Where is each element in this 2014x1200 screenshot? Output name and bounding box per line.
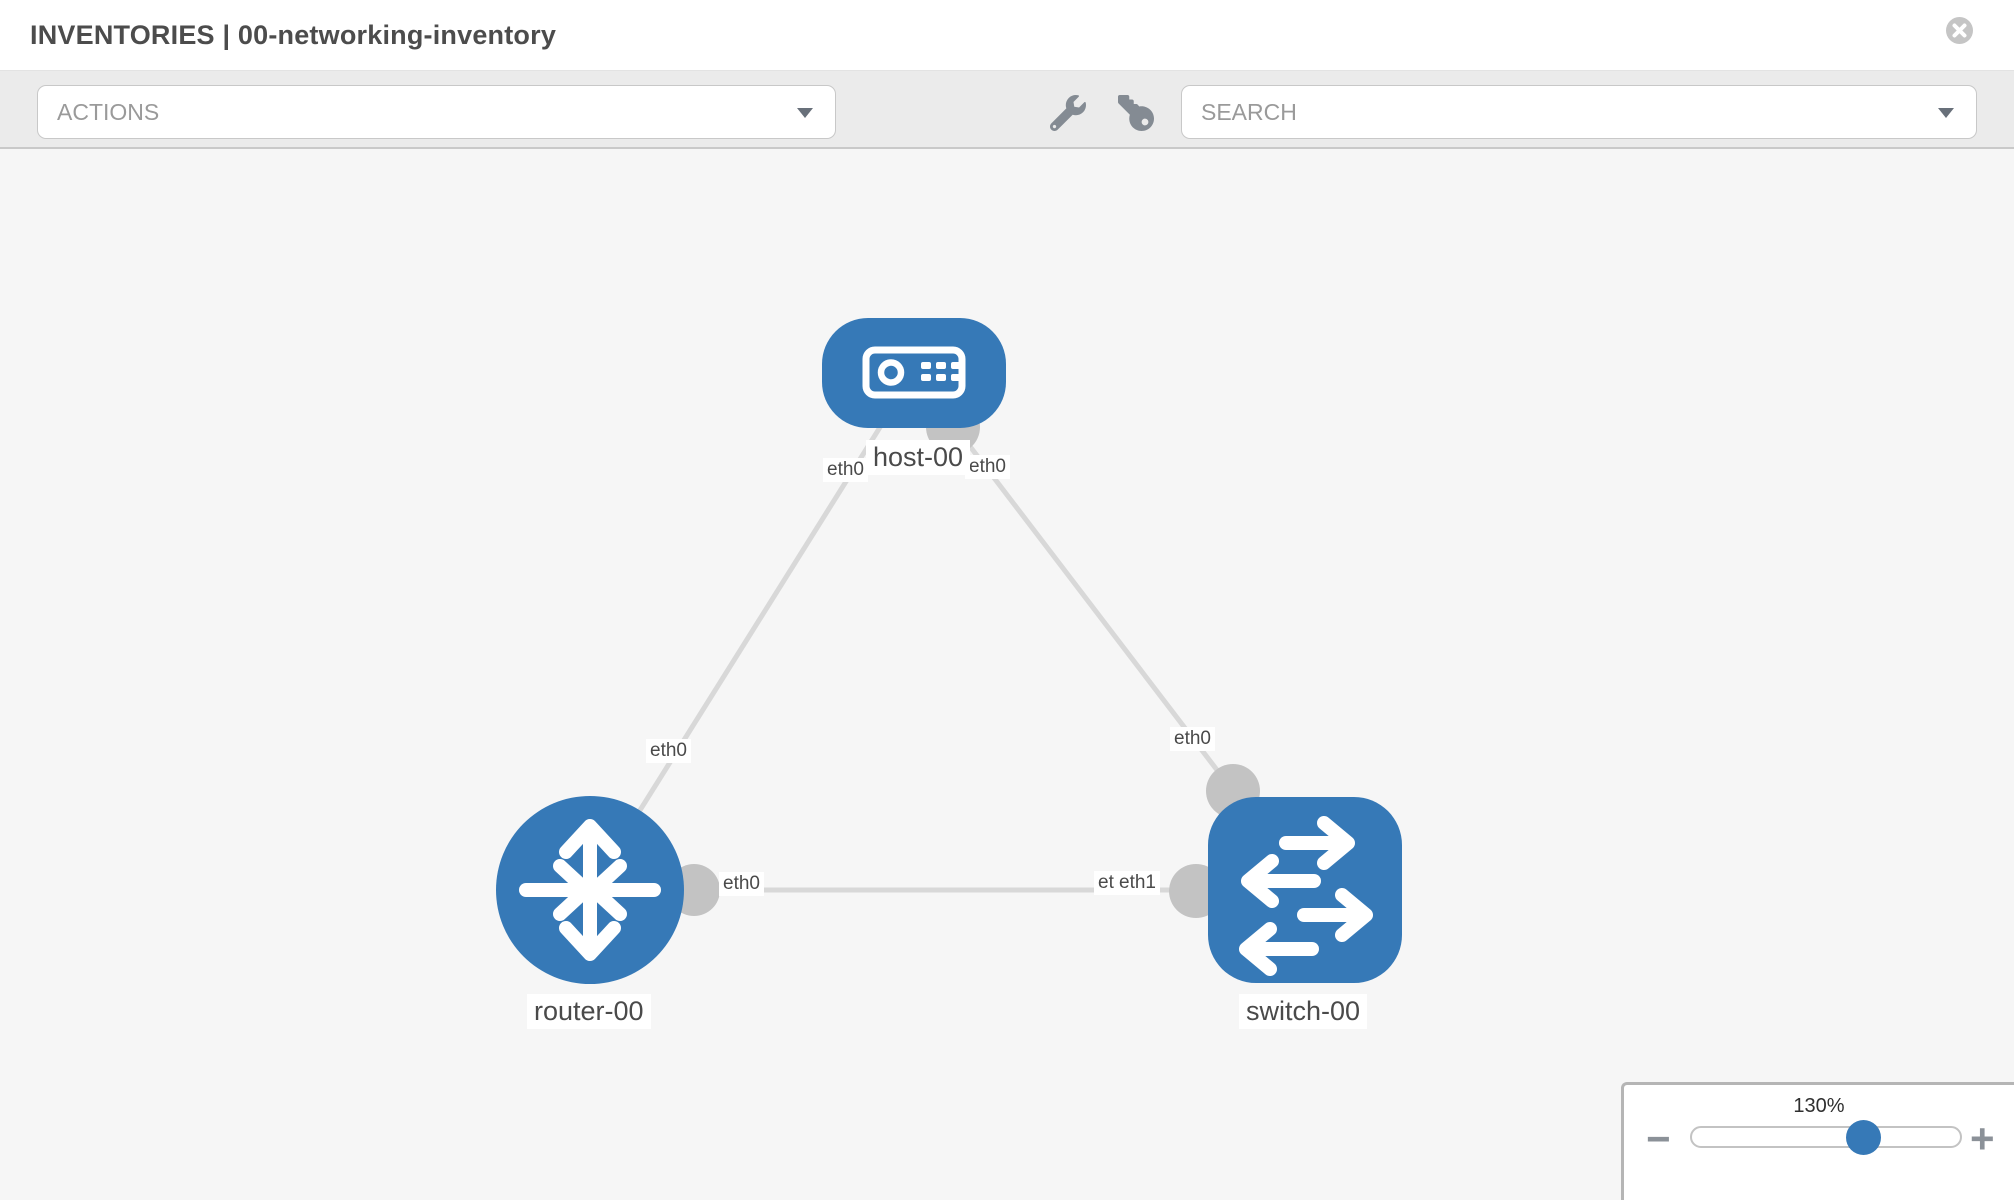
chevron-down-icon bbox=[1938, 108, 1954, 118]
actions-dropdown-label: ACTIONS bbox=[57, 99, 160, 125]
close-button[interactable] bbox=[1946, 17, 1973, 44]
node-label-switch: switch-00 bbox=[1239, 994, 1368, 1029]
interface-label: eth0 bbox=[1170, 727, 1215, 751]
node-router[interactable] bbox=[496, 796, 684, 984]
plus-icon: + bbox=[1970, 1115, 1995, 1162]
node-label-router: router-00 bbox=[527, 994, 651, 1029]
header: INVENTORIES | 00-networking-inventory bbox=[0, 0, 2014, 71]
zoom-in-button[interactable]: + bbox=[1970, 1118, 1995, 1160]
tools-button[interactable] bbox=[1049, 95, 1086, 132]
zoom-panel: 130% − + bbox=[1621, 1082, 2014, 1200]
interface-label: eth0 bbox=[823, 458, 868, 482]
node-label-host: host-00 bbox=[866, 440, 971, 475]
toolbar: ACTIONS SEARCH bbox=[0, 71, 2014, 149]
zoom-out-button[interactable]: − bbox=[1646, 1118, 1671, 1160]
interface-label: eth0 bbox=[719, 872, 764, 896]
topology-canvas[interactable]: eth0 eth0 eth0 eth0 eth0 eth0 eth1 host-… bbox=[0, 149, 2014, 1200]
interface-label: eth1 bbox=[1115, 871, 1160, 895]
node-host[interactable] bbox=[822, 318, 1006, 428]
interface-label: eth0 bbox=[646, 739, 691, 763]
zoom-slider-track[interactable] bbox=[1690, 1126, 1962, 1148]
key-icon bbox=[1118, 95, 1154, 135]
credentials-button[interactable] bbox=[1118, 95, 1154, 131]
interface-label: eth0 bbox=[965, 455, 1010, 479]
search-dropdown-label: SEARCH bbox=[1201, 99, 1297, 125]
minus-icon: − bbox=[1646, 1115, 1671, 1162]
chevron-down-icon bbox=[797, 108, 813, 118]
zoom-slider-handle[interactable] bbox=[1846, 1120, 1881, 1155]
page-title: INVENTORIES | 00-networking-inventory bbox=[30, 20, 557, 50]
search-dropdown[interactable]: SEARCH bbox=[1181, 85, 1977, 139]
zoom-level: 130% bbox=[1793, 1095, 1845, 1117]
actions-dropdown[interactable]: ACTIONS bbox=[37, 85, 836, 139]
node-switch[interactable] bbox=[1208, 797, 1402, 983]
links-layer bbox=[587, 371, 1305, 918]
wrench-icon bbox=[1049, 95, 1086, 135]
